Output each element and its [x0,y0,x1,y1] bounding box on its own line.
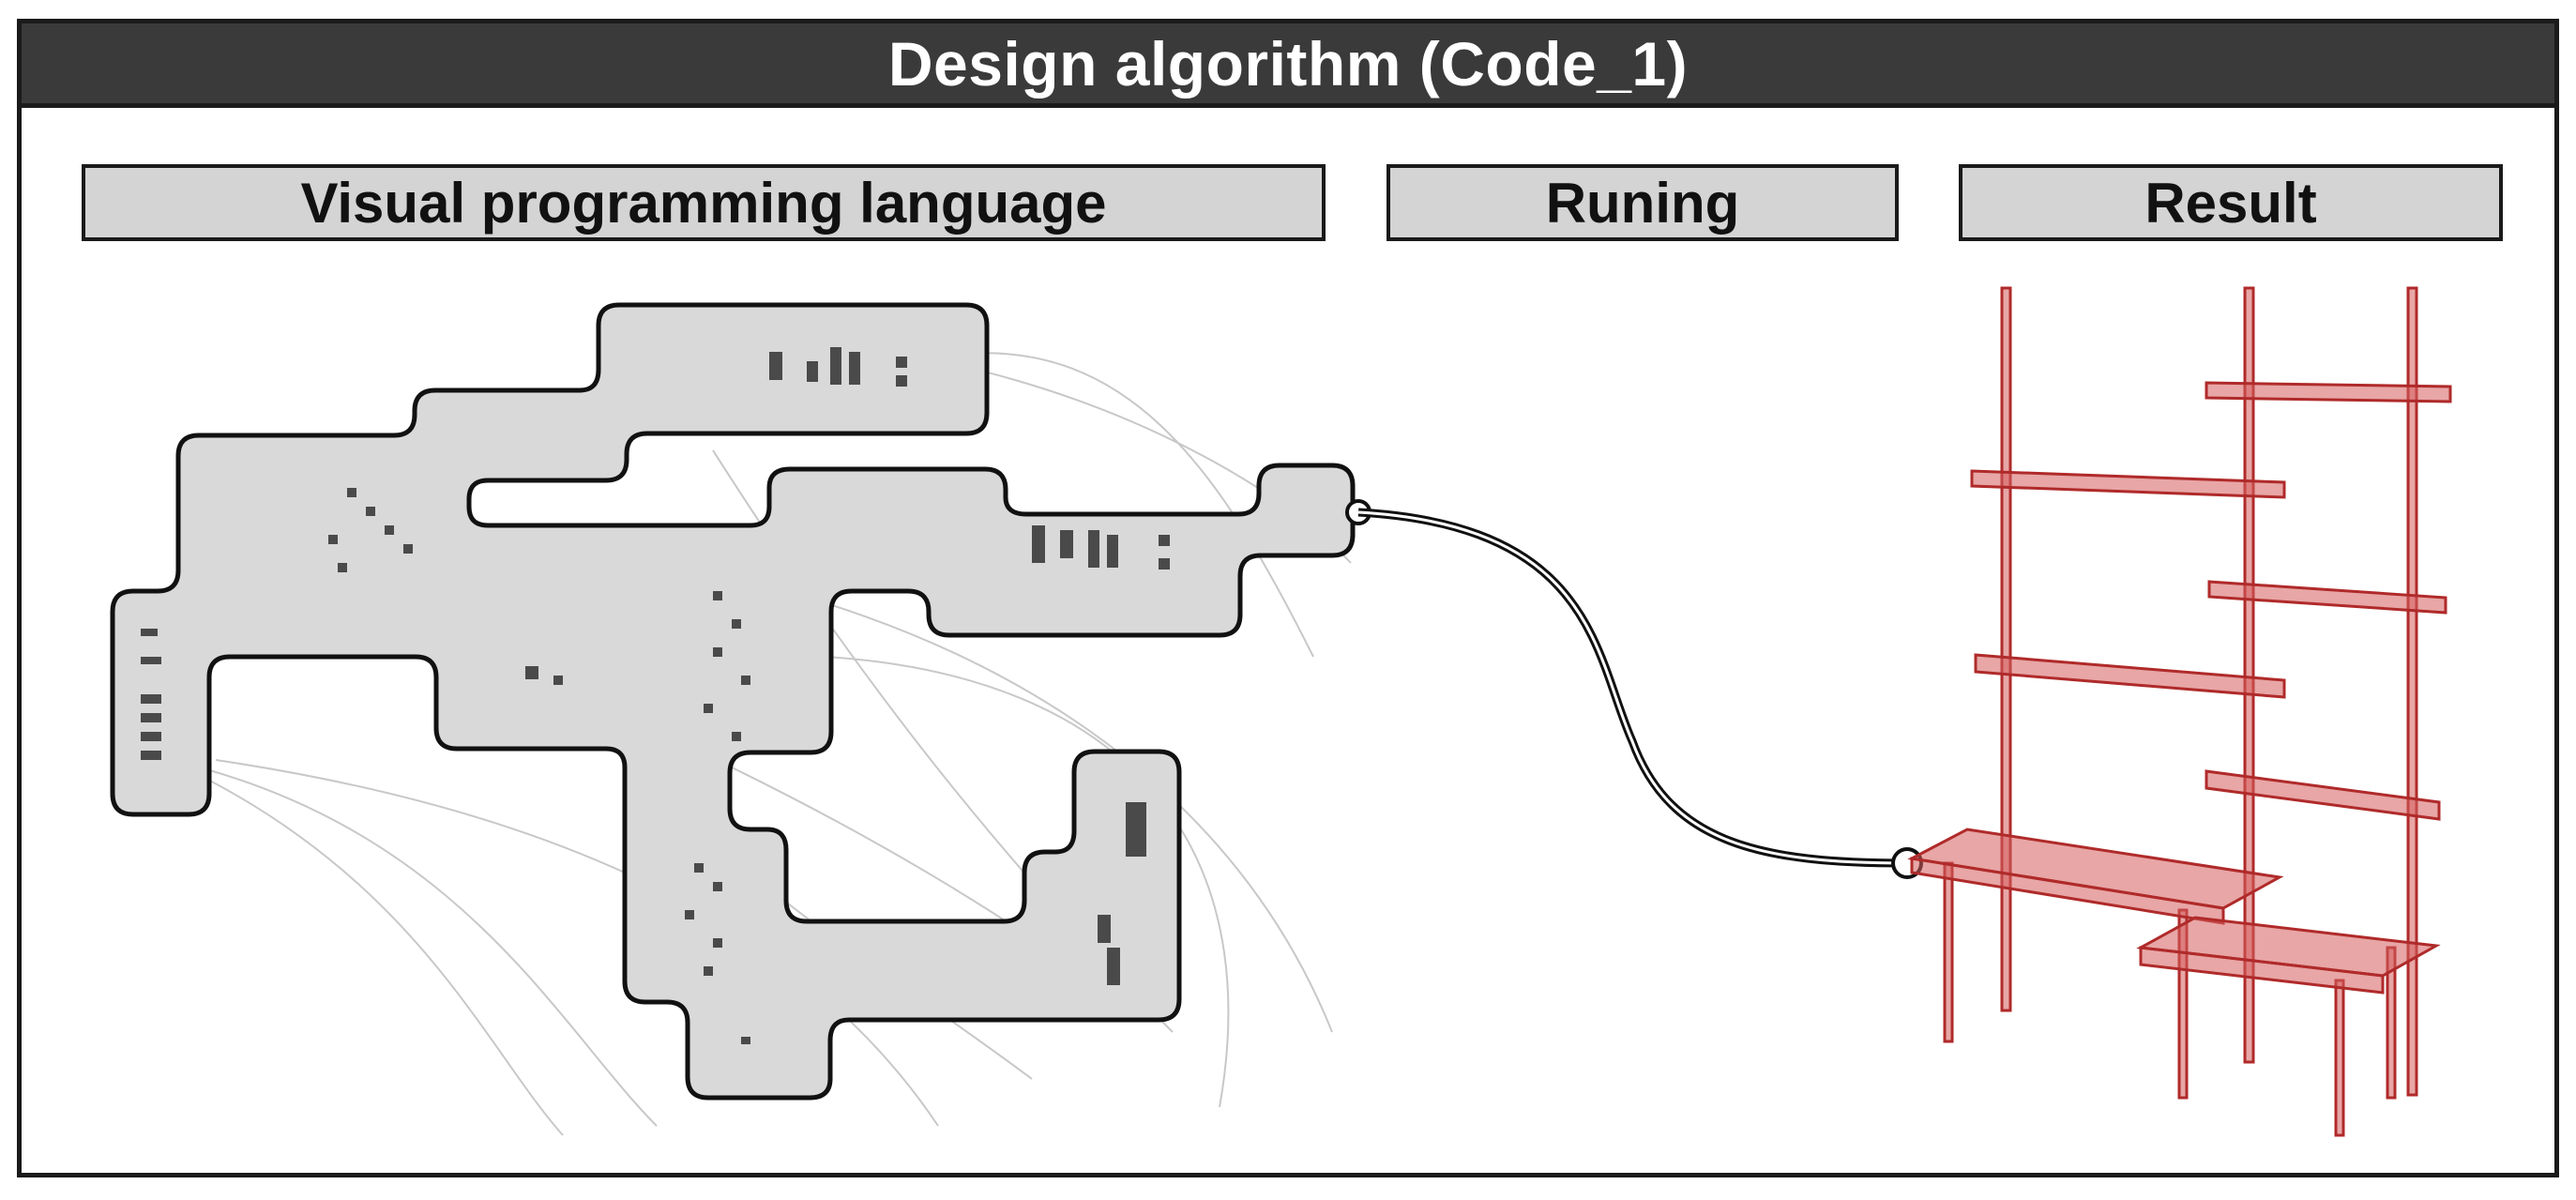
section-label-visual-programming: Visual programming language [82,164,1326,241]
graph-region-top [110,302,1356,1101]
shelf-board [2205,381,2452,403]
section-label-running: Runing [1386,164,1899,241]
shelf-board [2207,580,2447,615]
lower-table-edge [2139,946,2385,995]
figure-title: Design algorithm (Code_1) [22,23,2554,108]
shelf-board [1970,469,2286,499]
shelf-post [2243,286,2255,1064]
shelf-post [2406,286,2418,1097]
graph-nodes [141,347,1170,1044]
shelf-leg [2334,979,2345,1137]
shelf-post [2000,286,2012,1012]
shelf-result [1907,286,2452,1137]
section-label-result: Result [1959,164,2503,241]
shelf-leg [1943,861,1954,1043]
node-graph [110,302,1371,1101]
figure-frame: Design algorithm (Code_1) Visual program… [17,19,2559,1177]
shelf-board [2205,769,2441,821]
shelf-board [1974,653,2286,699]
running-connector [1357,508,1923,879]
